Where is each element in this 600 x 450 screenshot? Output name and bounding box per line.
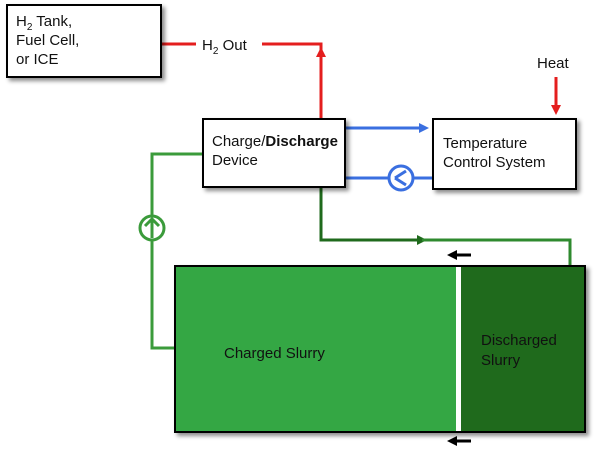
discharged-slurry-label: Discharged Slurry (481, 331, 557, 371)
temperature-control-box: Temperature Control System (432, 118, 577, 190)
temp-label-line1: Temperature (443, 135, 528, 152)
slurry-feed-line (150, 152, 202, 350)
tank-label-line2: Fuel Cell, (16, 32, 80, 49)
blue-pump-icon (387, 164, 415, 192)
heat-label: Heat (537, 55, 569, 72)
hydrogen-consumer-box: H2 Tank, Fuel Cell, or ICE (6, 4, 162, 78)
slurry-interface-divider (456, 267, 461, 431)
h2-out-label: H2 Out (202, 37, 247, 57)
discharged-slurry-region: Discharged Slurry (461, 267, 584, 431)
slurry-return-line (319, 188, 427, 245)
charged-slurry-label: Charged Slurry (224, 345, 325, 362)
charge-discharge-device-box: Charge/Discharge Device (202, 118, 346, 188)
h2-out-line-to-arrow (262, 42, 323, 118)
discharged-label-line1: Discharged (481, 332, 557, 349)
discharged-label-line2: Slurry (481, 352, 521, 369)
green-pump-icon (138, 214, 166, 242)
tank-label-line1: H2 Tank, (16, 13, 73, 33)
device-label-line2: Device (212, 152, 258, 169)
temp-label-line2: Control System (443, 154, 546, 171)
slurry-tank: Charged Slurry Discharged Slurry (174, 265, 586, 433)
tank-label-line3: or ICE (16, 51, 59, 68)
device-label-line1: Charge/Discharge (212, 133, 338, 150)
charged-slurry-region: Charged Slurry (176, 267, 456, 431)
